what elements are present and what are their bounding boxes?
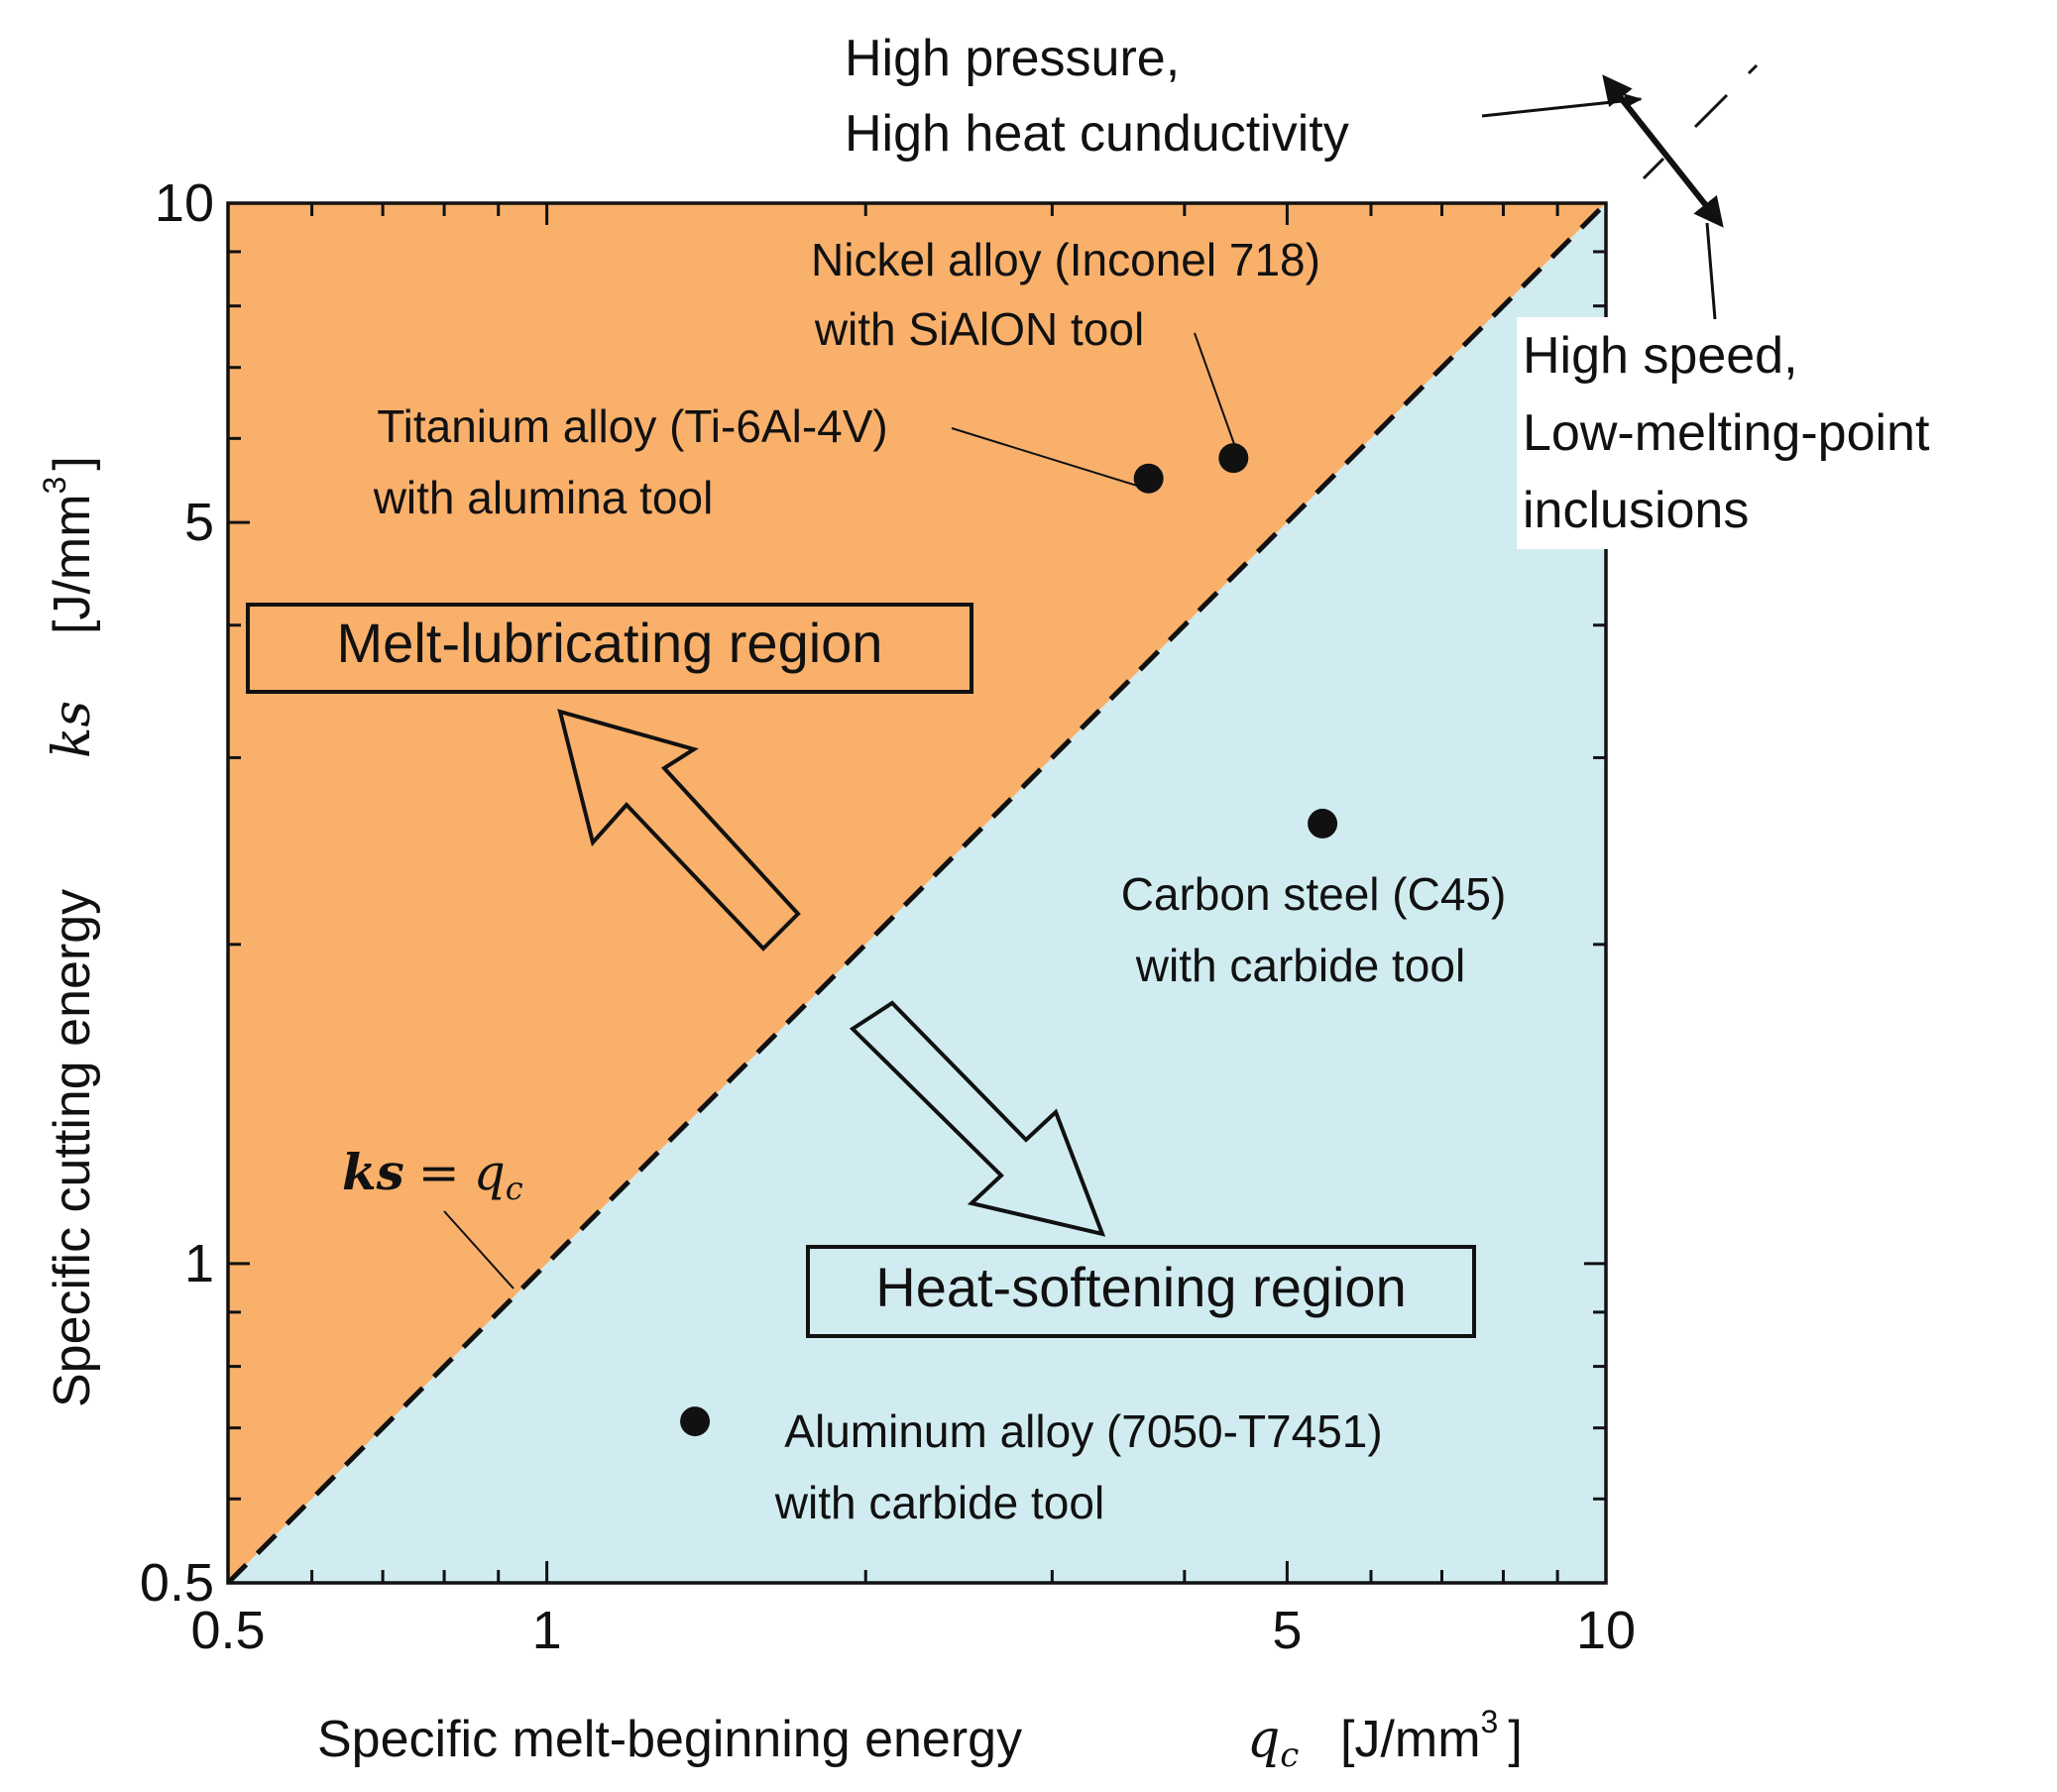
x-axis-label-text: Specific melt-beginning energy <box>317 1711 1022 1768</box>
y-axis-unit-close: ] <box>44 456 101 470</box>
carbon-steel-label-line1: Carbon steel (C45) <box>1121 868 1507 920</box>
y-axis-symbol-main: ks <box>43 701 102 758</box>
ks-equals-qc-pointer <box>443 1210 514 1289</box>
x-axis-unit-sup: 3 <box>1481 1704 1499 1739</box>
y-axis-label-group: Specific cutting energy ks [J/mm3] <box>37 456 102 1407</box>
ks-equals-qc-lhs: ks <box>342 1143 404 1201</box>
high-speed-label-bg <box>1517 317 2032 549</box>
ks-equals-qc-rhs: q <box>474 1144 506 1201</box>
data-point <box>1308 808 1338 839</box>
ks-equals-qc-rhs-sub: c <box>506 1170 523 1207</box>
y-tick-labels: 0.5 1 5 10 <box>140 173 214 1613</box>
y-axis-unit-sup: 3 <box>37 477 72 495</box>
y-axis-label-text: Specific cutting energy <box>44 889 101 1407</box>
high-speed-label-line1: High speed, <box>1523 327 1798 385</box>
heat-region-label-box <box>806 1245 1476 1338</box>
aluminum-label-line2: with carbide tool <box>774 1477 1104 1528</box>
x-axis-symbol-sub: c <box>1280 1736 1299 1775</box>
x-tick-labels: 0.5 1 5 10 <box>190 1601 1636 1660</box>
ks-equals-qc-line <box>226 201 1608 1585</box>
nickel-pointer <box>1194 332 1240 459</box>
high-speed-pointer <box>1705 222 1717 320</box>
x-tick-label: 5 <box>1272 1601 1302 1660</box>
y-tick-label: 10 <box>155 173 214 233</box>
arrow-toward-melt-region-icon <box>557 709 801 952</box>
carbon-steel-label-line2: with carbide tool <box>1135 940 1465 991</box>
y-tick-label: 1 <box>184 1234 214 1293</box>
heat-region-label: Heat-softening region <box>875 1256 1406 1318</box>
high-pressure-pointer <box>1481 93 1643 118</box>
data-point <box>1218 443 1249 474</box>
y-tick-label: 0.5 <box>140 1553 214 1613</box>
x-tick-label: 1 <box>532 1601 562 1660</box>
trend-double-arrow-icon <box>1602 74 1724 228</box>
x-axis-unit-text: [J/mm <box>1340 1711 1481 1768</box>
titanium-pointer <box>951 427 1151 491</box>
x-tick-label: 0.5 <box>190 1601 265 1660</box>
x-axis-label: Specific melt-beginning energy <box>317 1711 1022 1768</box>
titanium-label-line2: with alumina tool <box>373 472 714 523</box>
y-axis-unit: [J/mm3] <box>37 456 101 634</box>
x-axis-unit-close: ] <box>1508 1711 1522 1768</box>
x-axis-symbol: qc <box>1247 1710 1299 1775</box>
ks-equals-qc-label: ks=qc <box>342 1143 523 1207</box>
high-speed-label-line2: Low-melting-point <box>1523 404 1930 462</box>
x-axis-unit: [J/mm3] <box>1340 1704 1523 1768</box>
data-point <box>680 1406 711 1437</box>
aluminum-label-line1: Aluminum alloy (7050-T7451) <box>784 1405 1382 1457</box>
nickel-label-line2: with SiAlON tool <box>814 303 1144 355</box>
nickel-label-line1: Nickel alloy (Inconel 718) <box>811 234 1320 285</box>
y-axis-label: Specific cutting energy <box>44 889 101 1407</box>
trend-diagonal-stub-1 <box>1642 157 1665 180</box>
melt-region-label-box <box>246 603 973 694</box>
ks-equals-qc-eq: = <box>418 1144 460 1201</box>
high-pressure-label-line1: High pressure, <box>845 30 1180 87</box>
arrow-toward-heat-region-icon <box>849 1000 1106 1237</box>
trend-diagonal-stub-2 <box>1693 93 1729 129</box>
melt-region-label: Melt-lubricating region <box>337 612 883 674</box>
x-axis-symbol-main: q <box>1247 1710 1280 1769</box>
y-axis-unit-text: [J/mm <box>44 494 101 634</box>
high-speed-label-line3: inclusions <box>1523 482 1749 539</box>
y-tick-label: 5 <box>184 493 214 552</box>
x-tick-label: 10 <box>1576 1601 1636 1660</box>
titanium-label-line1: Titanium alloy (Ti-6Al-4V) <box>377 400 887 452</box>
trend-diagonal-stub-3 <box>1747 63 1759 75</box>
y-axis-symbol: ks <box>43 701 102 758</box>
plot-frame <box>226 201 1608 1585</box>
high-pressure-label-line2: High heat cunductivity <box>845 105 1349 163</box>
